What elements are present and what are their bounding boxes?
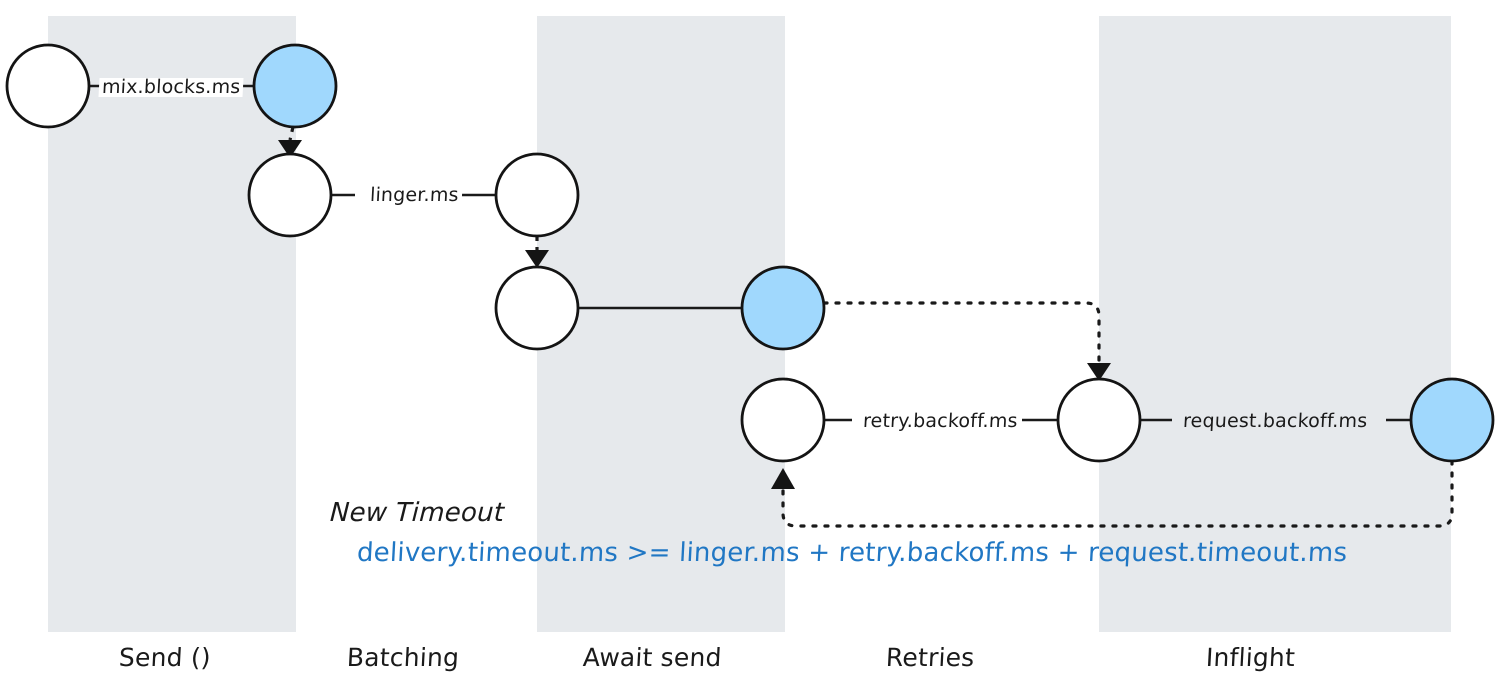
edge-inflight-dispatch-dotted	[822, 301, 1101, 365]
inflight-node	[1409, 377, 1495, 463]
edge-label-request-backoff-ms: request.backoff.ms	[1182, 410, 1369, 432]
note-title: New Timeout	[329, 498, 505, 528]
edges-layer	[89, 84, 1454, 528]
edge-retry-return-dotted	[781, 459, 1454, 528]
linger-node	[494, 152, 580, 238]
arrowhead-inflight-dispatch	[1087, 363, 1111, 381]
lane-label-await-send: Await send	[582, 643, 723, 672]
lane-band-send	[48, 16, 296, 632]
retry-start-node	[740, 377, 826, 463]
arrowhead-retry-return	[771, 468, 795, 489]
nodes-layer	[5, 43, 1495, 463]
lane-label-retries: Retries	[885, 643, 976, 672]
arrowhead-batching	[278, 140, 302, 158]
await-send-end-node	[740, 265, 826, 351]
batching-start-node	[252, 43, 338, 129]
edge-label-linger-ms: linger.ms	[366, 184, 463, 206]
send-node	[5, 43, 91, 129]
lane-label-inflight: Inflight	[1205, 643, 1296, 672]
retry-end-node	[1056, 377, 1142, 463]
lane-band-await-send	[537, 16, 785, 632]
lane-band-inflight	[1099, 16, 1451, 632]
edge-label-mix-blocks-ms: mix.blocks.ms	[98, 76, 244, 98]
arrowhead-linger	[525, 250, 549, 268]
note-formula: delivery.timeout.ms >= linger.ms + retry…	[356, 538, 1349, 568]
edge-batching-dashed	[288, 126, 295, 141]
lane-label-batching: Batching	[346, 643, 460, 672]
await-send-node	[494, 265, 580, 351]
batching-end-node	[247, 152, 333, 238]
lane-label-send: Send ()	[118, 643, 212, 672]
edge-label-retry-backoff-ms: retry.backoff.ms	[859, 410, 1022, 432]
lane-bands	[48, 16, 1451, 632]
